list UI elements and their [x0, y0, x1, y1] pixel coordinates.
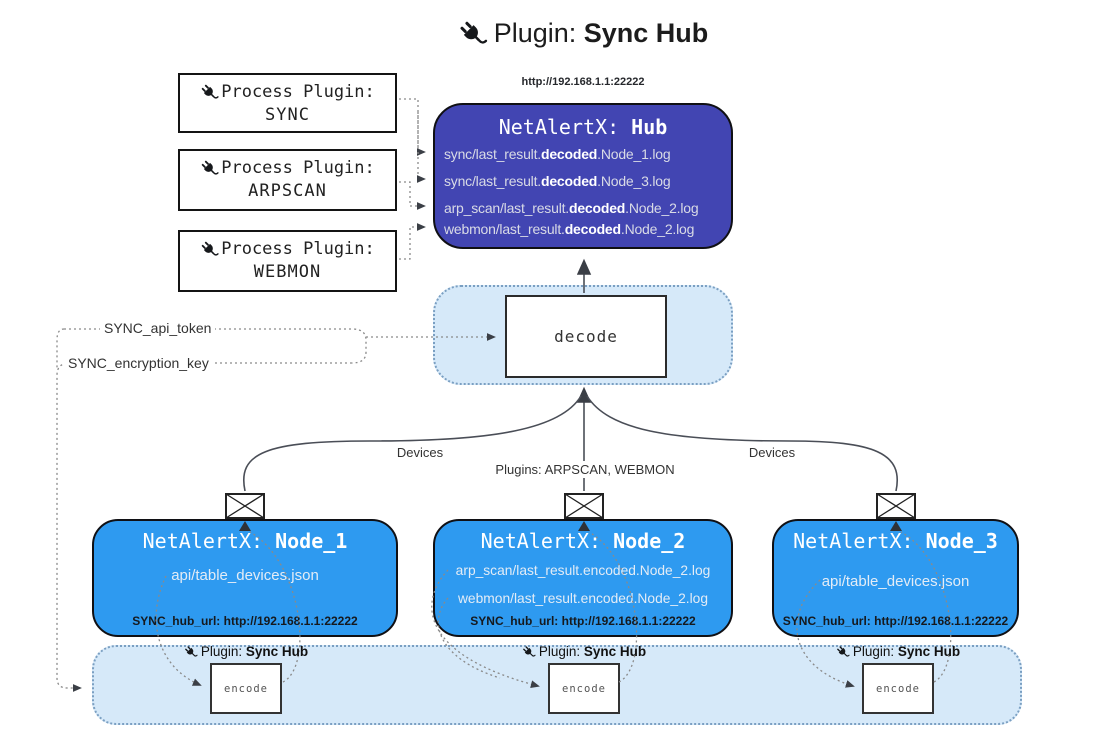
node-hub-url: SYNC_hub_url: http://192.168.1.1:22222 [470, 614, 696, 628]
title-prefix: Plugin: [493, 18, 584, 48]
process-plugin-label: Process Plugin: [221, 158, 375, 178]
node-file: api/table_devices.json [171, 567, 319, 584]
sync-api-token-label: SYNC_api_token [100, 320, 216, 336]
node-3-box: NetAlertX: Node_3 api/table_devices.json… [772, 519, 1019, 637]
title-bold: Sync Hub [583, 18, 709, 48]
encode-box: encode [210, 663, 282, 714]
process-plugin-name: SYNC [265, 105, 310, 125]
encoder-plugin-label: Plugin: Sync Hub [184, 644, 308, 659]
encoder-plugin-label: Plugin: Sync Hub [836, 644, 960, 659]
hub-box: NetAlertX: Hub sync/last_result.decoded.… [433, 103, 733, 249]
plug-icon [200, 159, 219, 178]
process-plugin-name: WEBMON [253, 262, 322, 282]
hub-url-label: http://192.168.1.1:22222 [521, 76, 645, 88]
title-text: Plugin: Sync Hub [494, 18, 709, 49]
node-hub-url: SYNC_hub_url: http://192.168.1.1:22222 [782, 614, 1009, 628]
node-file: api/table_devices.json [821, 573, 970, 590]
plug-icon [836, 645, 850, 659]
envelope-icon [564, 493, 604, 519]
encode-box: encode [862, 663, 934, 714]
process-plugin-webmon: Process Plugin: WEBMON [178, 230, 397, 292]
process-plugin-sync: Process Plugin: SYNC [178, 73, 397, 133]
edge-arpscan-to-hub-log3 [399, 181, 426, 210]
plug-icon [200, 240, 219, 259]
encode-box: encode [548, 663, 620, 714]
node-2-box: NetAlertX: Node_2 arp_scan/last_result.e… [433, 519, 733, 637]
sync-encryption-key-label: SYNC_encryption_key [64, 355, 213, 371]
hub-log-line: arp_scan/last_result.decoded.Node_2.log [444, 200, 699, 216]
process-plugin-name: ARPSCAN [248, 181, 327, 201]
decode-box: decode [505, 295, 667, 378]
devices-label-left: Devices [391, 444, 449, 461]
plug-icon [458, 19, 488, 49]
envelope-icon [225, 493, 265, 519]
node-title: NetAlertX: Node_3 [793, 529, 998, 553]
node-1-box: NetAlertX: Node_1 api/table_devices.json… [92, 519, 398, 637]
hub-title-bold: Hub [631, 115, 668, 139]
envelope-icon [876, 493, 916, 519]
node-title: NetAlertX: Node_1 [142, 529, 348, 553]
process-plugin-label: Process Plugin: [221, 82, 375, 102]
process-plugin-label: Process Plugin: [221, 239, 375, 259]
hub-title-prefix: NetAlertX: [498, 115, 632, 139]
edge-sync-to-hub-log1 [399, 98, 426, 156]
page-title: Plugin: Sync Hub [458, 18, 709, 49]
plug-icon [184, 645, 198, 659]
process-plugin-arpscan: Process Plugin: ARPSCAN [178, 149, 397, 211]
hub-log-line: sync/last_result.decoded.Node_1.log [444, 146, 671, 162]
hub-log-line: webmon/last_result.decoded.Node_2.log [444, 221, 695, 237]
hub-log-line: sync/last_result.decoded.Node_3.log [444, 173, 671, 189]
edge-sync-to-hub-log2 [416, 112, 426, 183]
plug-icon [200, 83, 219, 102]
edge-secrets-loop-left [56, 328, 65, 370]
node-hub-url: SYNC_hub_url: http://192.168.1.1:22222 [132, 614, 358, 628]
node-file: webmon/last_result.encoded.Node_2.log [457, 591, 709, 606]
node-title: NetAlertX: Node_2 [480, 529, 686, 553]
encoder-plugin-label: Plugin: Sync Hub [522, 644, 646, 659]
node-file: arp_scan/last_result.encoded.Node_2.log [455, 563, 711, 578]
plug-icon [522, 645, 536, 659]
hub-title: NetAlertX: Hub [435, 115, 731, 139]
edge-webmon-to-hub-log4 [399, 223, 426, 260]
devices-label-right: Devices [743, 444, 801, 461]
plugins-label: Plugins: ARPSCAN, WEBMON [490, 461, 680, 478]
